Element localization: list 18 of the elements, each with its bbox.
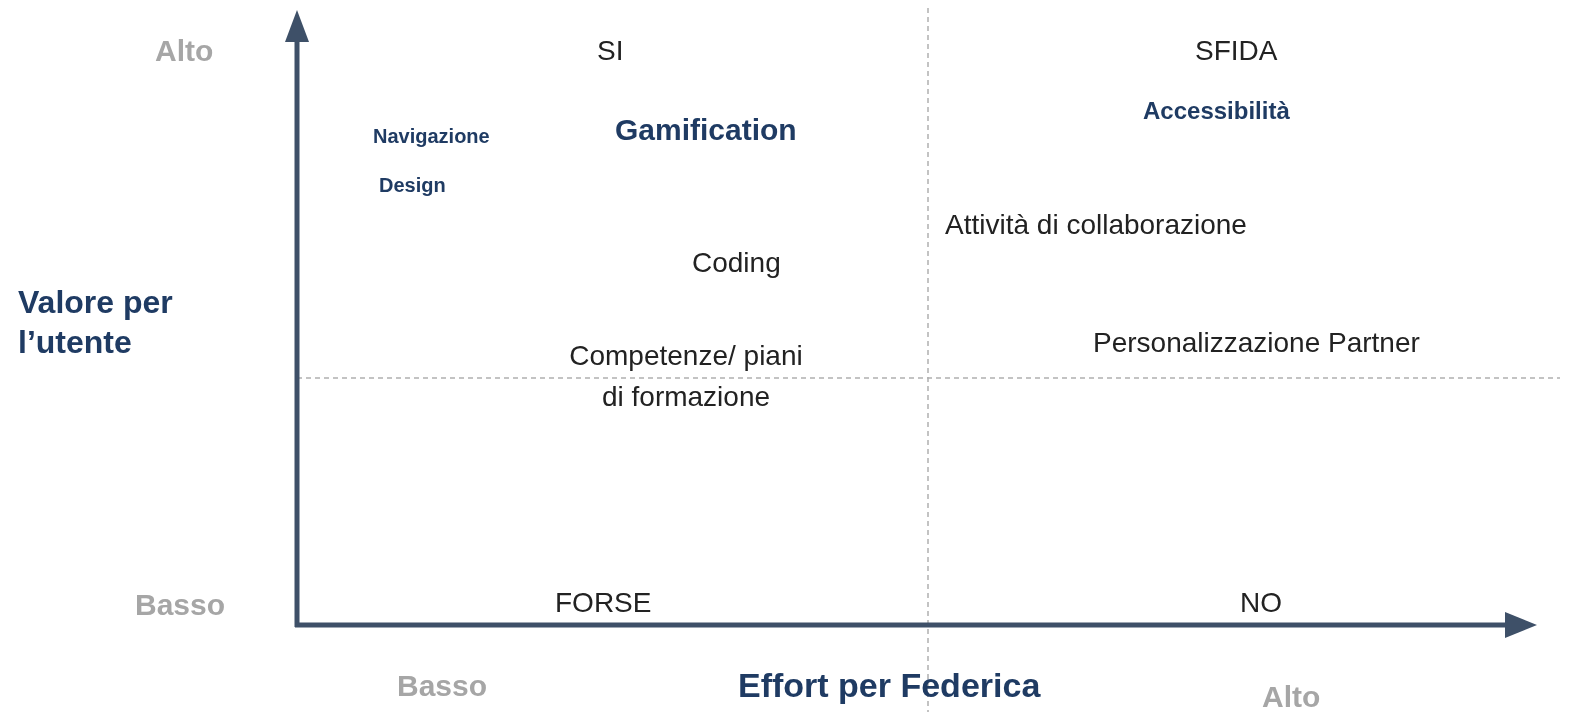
axis-tick-label: Basso [397, 668, 488, 704]
feature-label: Navigazione [373, 124, 490, 149]
quadrant-label: FORSE [555, 586, 652, 620]
quadrant-label: NO [1240, 586, 1282, 620]
feature-label: Coding [692, 246, 781, 280]
axis-title: Effort per Federica [738, 665, 1041, 706]
quadrant-label: SI [597, 34, 624, 68]
feature-label: Attività di collaborazione [945, 208, 1247, 242]
feature-label: Personalizzazione Partner [1093, 326, 1420, 360]
feature-label: Competenze/ piani di formazione [568, 339, 804, 414]
axis-tick-label: Alto [1262, 679, 1321, 712]
quadrant-label: SFIDA [1195, 34, 1278, 68]
axis-tick-label: Basso [135, 587, 226, 623]
axis-tick-label: Alto [155, 33, 214, 69]
axis-title: Valore per l’utente [18, 283, 174, 362]
feature-label: Gamification [615, 112, 797, 148]
feature-label: Accessibilità [1143, 96, 1290, 126]
feature-label: Design [379, 173, 446, 198]
